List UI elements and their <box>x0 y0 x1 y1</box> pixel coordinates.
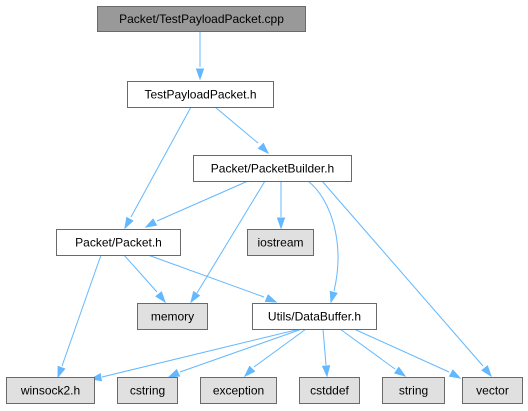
node-label: iostream <box>257 236 303 250</box>
node-box <box>462 377 523 404</box>
edge-root-to-test_payload_h <box>195 31 205 81</box>
edge-packet_builder_h-to-packet_h <box>144 180 249 228</box>
edge-packet_builder_h-to-memory <box>190 180 266 304</box>
edge-data_buffer_h-to-string <box>339 328 407 377</box>
edge-test_payload_h-to-packet_h <box>124 106 192 230</box>
node-label: Utils/DataBuffer.h <box>268 310 361 324</box>
node-root[interactable]: Packet/TestPayloadPacket.cpp <box>97 6 306 32</box>
node-label: cstddef <box>310 384 349 398</box>
arrowhead-icon <box>190 290 201 304</box>
edge-test_payload_h-to-packet_builder_h <box>214 106 270 155</box>
arrowhead-icon <box>243 365 256 378</box>
node-box <box>299 377 360 404</box>
arrowhead-icon <box>144 218 158 228</box>
node-winsock2-h[interactable]: winsock2.h <box>6 377 95 404</box>
node-box <box>117 377 178 404</box>
edge-layer <box>57 31 492 382</box>
edge-line <box>147 254 265 298</box>
edge-data_buffer_h-to-cstring <box>167 328 303 378</box>
arrowhead-icon <box>276 217 286 230</box>
edge-packet_h-to-data_buffer_h <box>147 254 278 303</box>
edge-line <box>130 106 192 218</box>
node-cstddef[interactable]: cstddef <box>299 377 360 404</box>
node-iostream[interactable]: iostream <box>247 229 314 256</box>
node-box <box>193 155 352 182</box>
edge-line <box>307 180 339 292</box>
node-cstring[interactable]: cstring <box>117 377 178 404</box>
node-label: TestPayloadPacket.h <box>144 88 256 102</box>
node-memory[interactable]: memory <box>137 303 208 330</box>
arrowhead-icon <box>448 369 462 379</box>
arrowhead-icon <box>393 366 407 377</box>
arrowhead-icon <box>321 365 331 378</box>
arrowhead-icon <box>124 216 134 230</box>
node-box <box>97 6 306 32</box>
arrowhead-icon <box>257 142 270 155</box>
node-vector[interactable]: vector <box>462 377 523 404</box>
node-box <box>137 303 208 330</box>
node-label: exception <box>213 384 264 398</box>
node-packet-builder-h[interactable]: Packet/PacketBuilder.h <box>193 155 352 182</box>
edge-packet_h-to-winsock2_h <box>57 254 102 379</box>
node-box <box>56 229 181 256</box>
edge-packet_builder_h-to-iostream <box>276 181 286 230</box>
node-label: winsock2.h <box>20 384 80 398</box>
node-layer: Packet/TestPayloadPacket.cppTestPayloadP… <box>6 6 523 404</box>
edge-line <box>123 254 158 293</box>
arrowhead-icon <box>264 294 278 303</box>
edge-line <box>322 328 327 366</box>
node-data-buffer-h[interactable]: Utils/DataBuffer.h <box>252 303 377 330</box>
node-box <box>247 229 314 256</box>
node-label: Packet/TestPayloadPacket.cpp <box>119 12 284 26</box>
node-box <box>200 377 277 404</box>
node-string[interactable]: string <box>382 377 445 404</box>
node-packet-h[interactable]: Packet/Packet.h <box>56 229 181 256</box>
node-exception[interactable]: exception <box>200 377 277 404</box>
edge-line <box>156 180 249 222</box>
node-label: cstring <box>130 384 165 398</box>
edge-line <box>253 328 307 368</box>
edge-data_buffer_h-to-vector <box>353 328 462 379</box>
node-label: memory <box>151 310 194 324</box>
arrowhead-icon <box>155 291 166 304</box>
edge-packet_builder_h-to-vector <box>321 180 492 378</box>
node-box <box>252 303 377 330</box>
edge-line <box>353 328 450 373</box>
edge-line <box>61 254 102 367</box>
node-label: Packet/PacketBuilder.h <box>211 162 334 176</box>
edge-line <box>101 328 301 378</box>
arrowhead-icon <box>57 365 66 379</box>
edge-line <box>196 180 266 294</box>
node-label: string <box>399 384 428 398</box>
edge-line <box>339 328 396 370</box>
arrowhead-icon <box>329 290 338 304</box>
node-label: Packet/Packet.h <box>75 236 162 250</box>
edge-data_buffer_h-to-cstddef <box>321 328 331 378</box>
arrowhead-icon <box>481 365 492 378</box>
edge-line <box>179 328 303 373</box>
edge-packet_builder_h-to-data_buffer_h <box>307 180 339 304</box>
node-test-payload-h[interactable]: TestPayloadPacket.h <box>127 81 274 108</box>
node-box <box>6 377 95 404</box>
arrowhead-icon <box>195 68 205 81</box>
edge-data_buffer_h-to-exception <box>243 328 307 378</box>
edge-data_buffer_h-to-winsock2_h <box>89 328 301 382</box>
arrowhead-icon <box>167 368 181 378</box>
node-label: vector <box>476 384 509 398</box>
edge-packet_h-to-memory <box>123 254 166 304</box>
node-box <box>382 377 445 404</box>
edge-line <box>214 106 259 144</box>
edge-line <box>321 180 484 367</box>
node-box <box>127 81 274 108</box>
